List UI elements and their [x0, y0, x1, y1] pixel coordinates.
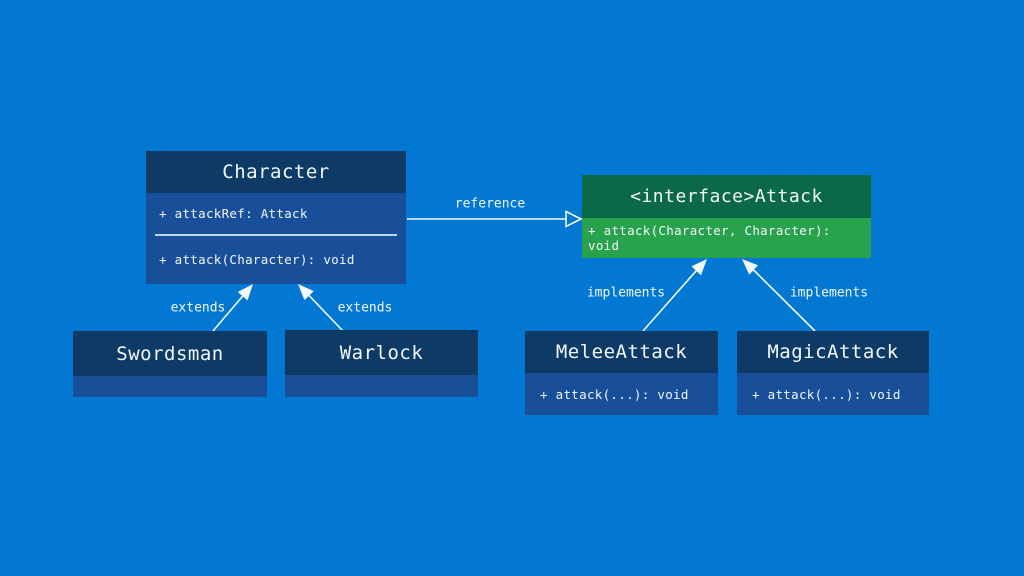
class-box-magic-attack: MagicAttack + attack(...): void — [737, 331, 929, 415]
class-body-melee-attack: + attack(...): void — [525, 373, 718, 415]
method-attack-interface: + attack(Character, Character): void — [588, 223, 831, 253]
member-separator — [155, 234, 397, 236]
edge-label-extends-right: extends — [337, 300, 393, 316]
class-title-swordsman: Swordsman — [73, 331, 267, 376]
implements-left-arrowhead-icon — [691, 259, 707, 276]
method-attack-melee: + attack(...): void — [540, 386, 689, 402]
class-title-melee-attack: MeleeAttack — [525, 331, 718, 373]
method-attack-magic: + attack(...): void — [752, 386, 901, 402]
class-box-melee-attack: MeleeAttack + attack(...): void — [525, 331, 718, 415]
edge-label-extends-left: extends — [170, 300, 226, 316]
implements-right-edge-line — [753, 269, 816, 332]
class-body-magic-attack: + attack(...): void — [737, 373, 929, 415]
class-box-warlock: Warlock — [285, 330, 478, 397]
class-body-swordsman — [73, 376, 267, 397]
attribute-attackref: + attackRef: Attack — [159, 206, 308, 221]
implements-right-arrowhead-icon — [742, 259, 759, 275]
class-title-character: Character — [146, 151, 406, 193]
method-attack-character: + attack(Character): void — [159, 251, 355, 267]
class-title-magic-attack: MagicAttack — [737, 331, 929, 373]
reference-open-arrowhead-icon — [565, 210, 583, 228]
class-title-warlock: Warlock — [285, 330, 478, 375]
class-body-character: + attackRef: Attack + attack(Character):… — [146, 193, 406, 284]
edge-label-implements-right: implements — [789, 285, 869, 301]
implements-left-edge-line — [642, 270, 697, 332]
class-box-swordsman: Swordsman — [73, 331, 267, 397]
extends-left-arrowhead-icon — [237, 284, 253, 301]
edge-label-implements-left: implements — [586, 285, 666, 301]
extends-right-arrowhead-icon — [298, 284, 314, 301]
interface-body-attack: + attack(Character, Character): void — [582, 218, 871, 258]
edge-label-reference: reference — [454, 196, 526, 212]
class-body-warlock — [285, 375, 478, 397]
interface-title-attack: <interface>Attack — [582, 175, 871, 218]
class-box-character: Character + attackRef: Attack + attack(C… — [146, 151, 406, 284]
interface-box-attack: <interface>Attack + attack(Character, Ch… — [582, 175, 871, 258]
